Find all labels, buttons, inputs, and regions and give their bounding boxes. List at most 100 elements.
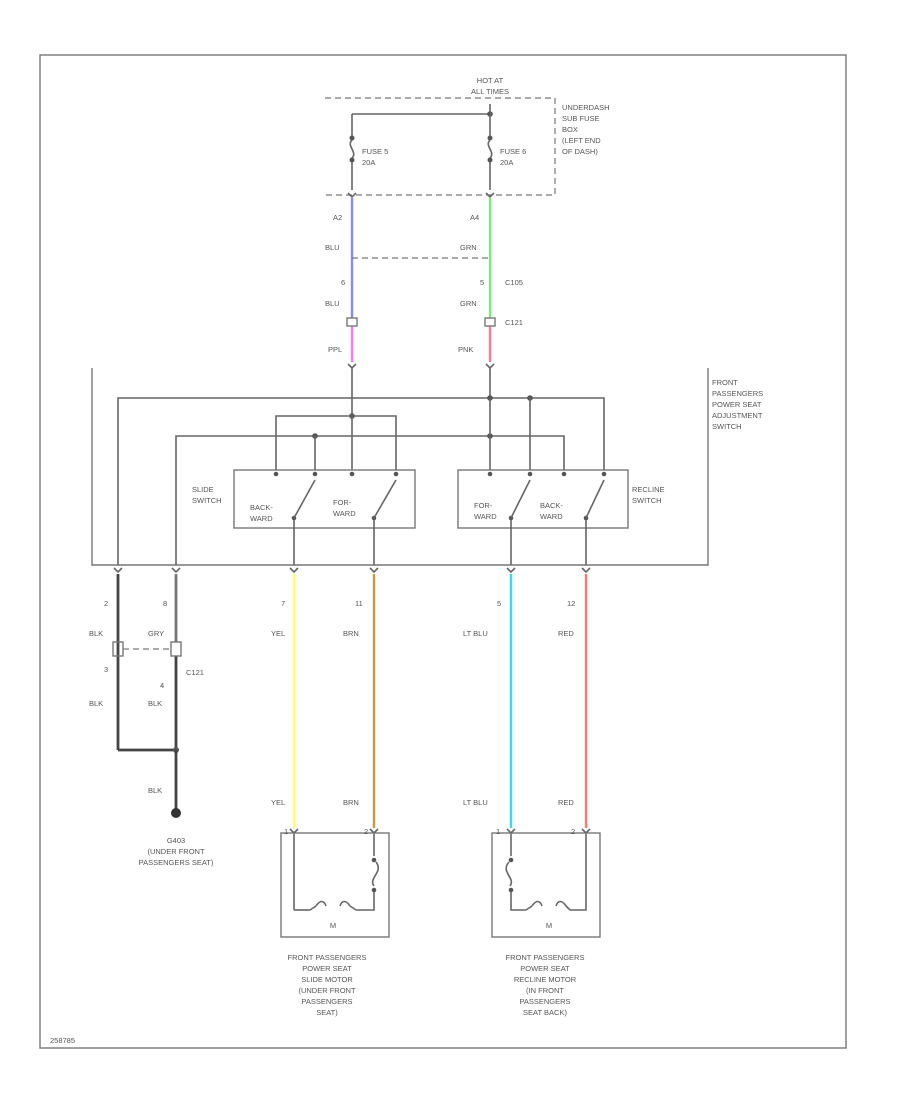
motor-wire-color-bottom-0: YEL — [271, 798, 285, 807]
slide-motor-label-5: PASSENGERS — [301, 997, 352, 1006]
left-feed-color-1: BLU — [325, 243, 340, 252]
ground-connector-right — [170, 641, 182, 657]
slide-motor-label-6: SEAT) — [316, 1008, 338, 1017]
motor-wire-pin-1: 11 — [355, 599, 363, 608]
recline-motor-symbol: M — [546, 921, 552, 930]
slide-switch-back-1: BACK- — [250, 503, 273, 512]
fuse-box-label-3: BOX — [562, 125, 578, 134]
ground-label-2: (UNDER FRONT — [147, 847, 204, 856]
fuse-box-label-5: OF DASH) — [562, 147, 598, 156]
fuse-right — [487, 135, 493, 190]
right-feed-pin-mid: 5 — [480, 278, 484, 287]
right-feed-pin-top: A4 — [470, 213, 479, 222]
motor-wire-color-bottom-1: BRN — [343, 798, 359, 807]
slide-feed-bus — [275, 415, 397, 470]
motor-wire-pin-2: 5 — [497, 599, 501, 608]
slide-motor-pin-1: 1 — [284, 827, 288, 836]
recline-motor-pin-1: 1 — [496, 827, 500, 836]
slide-switch-label-2: SWITCH — [192, 496, 222, 505]
recline-switch-back-2: WARD — [540, 512, 563, 521]
motor-wire-color-bottom-3: RED — [558, 798, 574, 807]
ground-pin-d: 4 — [160, 681, 164, 690]
recline-motor-pin-2: 2 — [571, 827, 575, 836]
ground-pin-b: 8 — [163, 599, 167, 608]
ground-color-c: BLK — [89, 699, 103, 708]
recline-switch-for-2: WARD — [474, 512, 497, 521]
ground-point-icon — [171, 808, 181, 818]
right-feed-color-3: PNK — [458, 345, 473, 354]
slide-motor-label-4: (UNDER FRONT — [298, 986, 355, 995]
left-feed-pin-mid: 6 — [341, 278, 345, 287]
fuse-box-label-4: (LEFT END — [562, 136, 601, 145]
recline-motor-label-6: SEAT BACK) — [523, 1008, 567, 1017]
fuse-right-name: FUSE 6 — [500, 147, 526, 156]
fuse-left — [349, 135, 355, 190]
slide-motor-label-3: SLIDE MOTOR — [301, 975, 353, 984]
motor-wire-color-top-2: LT BLU — [463, 629, 488, 638]
ground-color-d: BLK — [148, 699, 162, 708]
switch-assembly-label-2: PASSENGERS — [712, 389, 763, 398]
hot-at-label: HOT AT — [477, 76, 504, 85]
fuse-right-rating: 20A — [500, 158, 513, 167]
ground-label-1: G403 — [167, 836, 185, 845]
right-feed-connector-mid: C105 — [505, 278, 523, 287]
recline-motor-circuit — [505, 834, 587, 911]
motor-wire-color-top-0: YEL — [271, 629, 285, 638]
right-feed-color-2: GRN — [460, 299, 477, 308]
fuse-box-label-1: UNDERDASH — [562, 103, 610, 112]
left-feed-connector — [346, 317, 358, 327]
slide-motor-label-1: FRONT PASSENGERS — [288, 953, 367, 962]
recline-switch-contacts — [487, 471, 607, 521]
motor-wire-pin-0: 7 — [281, 599, 285, 608]
right-feed-connector-low: C121 — [505, 318, 523, 327]
left-feed-pin-top: A2 — [333, 213, 342, 222]
recline-motor-label-4: (IN FRONT — [526, 986, 564, 995]
diagram-id: 258785 — [50, 1036, 75, 1045]
recline-switch-box — [457, 469, 629, 529]
ground-connector-name: C121 — [186, 668, 204, 677]
motor-wire-pin-3: 12 — [567, 599, 575, 608]
switch-assembly-label-3: POWER SEAT — [712, 400, 762, 409]
slide-motor-box — [280, 832, 390, 938]
switch-pins — [113, 567, 591, 574]
slide-switch-contacts — [273, 471, 399, 521]
slide-motor-circuit — [293, 834, 380, 911]
motor-wire-color-top-1: BRN — [343, 629, 359, 638]
left-feed-color-3: PPL — [328, 345, 342, 354]
recline-switch-label-2: SWITCH — [632, 496, 662, 505]
recline-switch-for-1: FOR- — [474, 501, 493, 510]
recline-motor-label-5: PASSENGERS — [519, 997, 570, 1006]
switch-assembly-label-5: SWITCH — [712, 422, 742, 431]
switch-assembly-outline — [91, 368, 709, 566]
fuse-left-rating: 20A — [362, 158, 375, 167]
slide-switch-for-2: WARD — [333, 509, 356, 518]
recline-motor-box — [491, 832, 601, 938]
ground-color-a: BLK — [89, 629, 103, 638]
ground-label-3: PASSENGERS SEAT) — [139, 858, 214, 867]
hot-at-label-2: ALL TIMES — [471, 87, 509, 96]
ground-pin-a: 2 — [104, 599, 108, 608]
fuse-box-outline — [325, 97, 556, 196]
ground-color-e: BLK — [148, 786, 162, 795]
ground-color-b: GRY — [148, 629, 164, 638]
recline-switch-back-1: BACK- — [540, 501, 563, 510]
recline-motor-label-1: FRONT PASSENGERS — [506, 953, 585, 962]
ground-pin-c: 3 — [104, 665, 108, 674]
motor-wire-color-top-3: RED — [558, 629, 574, 638]
left-feed-color-2: BLU — [325, 299, 340, 308]
slide-motor-pin-2: 2 — [364, 827, 368, 836]
recline-motor-label-2: POWER SEAT — [520, 964, 570, 973]
internal-bus-outer — [117, 397, 605, 565]
motor-wire-color-bottom-2: LT BLU — [463, 798, 488, 807]
slide-motor-symbol: M — [330, 921, 336, 930]
switch-assembly-label-4: ADJUSTMENT — [712, 411, 763, 420]
slide-motor-label-2: POWER SEAT — [302, 964, 352, 973]
fuse-left-name: FUSE 5 — [362, 147, 388, 156]
slide-switch-for-1: FOR- — [333, 498, 352, 507]
slide-switch-back-2: WARD — [250, 514, 273, 523]
fuse-box-label-2: SUB FUSE — [562, 114, 600, 123]
right-feed-connector — [484, 317, 496, 327]
internal-bus-inner — [175, 435, 565, 565]
